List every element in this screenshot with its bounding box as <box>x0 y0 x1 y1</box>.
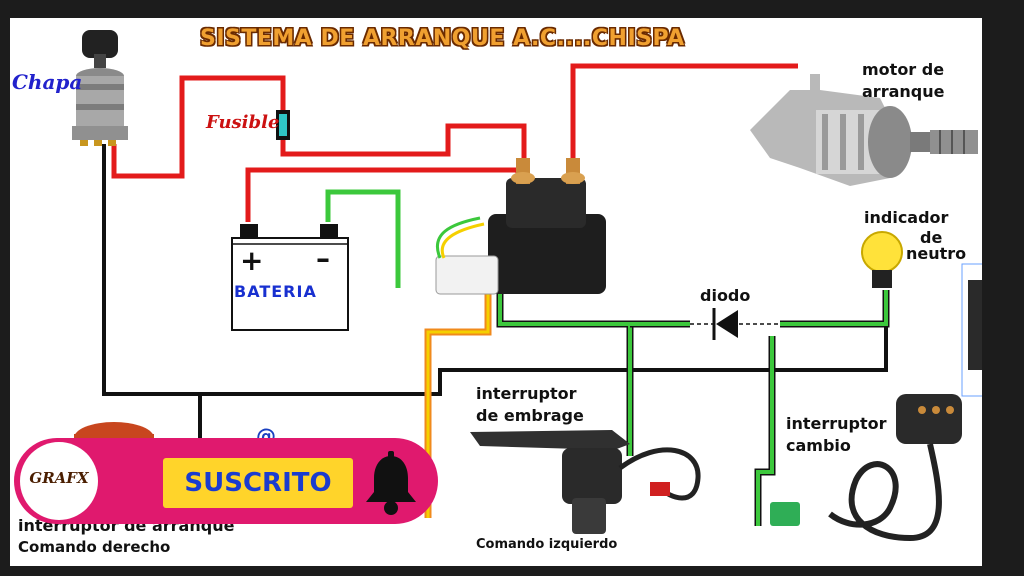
ground-wire <box>102 144 888 458</box>
wiring-diagram <box>72 30 982 542</box>
label-motor-line1: motor de <box>862 60 945 79</box>
battery-icon <box>231 224 349 331</box>
label-motor-line2: arranque <box>862 82 945 101</box>
power-wire-key <box>111 75 527 179</box>
green-wire-battery <box>325 189 401 288</box>
label-comando-izquierdo: Comando izquierdo <box>476 537 618 552</box>
green-wire-solenoid <box>496 290 890 526</box>
diode-symbol <box>690 308 780 340</box>
channel-logo <box>20 442 98 520</box>
label-chapa: Chapa <box>12 70 83 94</box>
power-wire-battery <box>245 167 521 222</box>
label-embrague-line1: interruptor <box>476 384 577 403</box>
label-fusible: Fusible <box>206 112 280 133</box>
label-indicador-line3: neutro <box>906 244 967 263</box>
label-bateria: BATERIA <box>234 282 317 301</box>
bell-icon[interactable] <box>356 450 426 520</box>
battery-plus-label: + <box>240 244 264 277</box>
label-diodo: diodo <box>700 286 751 305</box>
ignition-key-icon <box>72 30 128 146</box>
label-indicador-line1: indicador <box>864 208 949 227</box>
label-arranque-line2: Comando derecho <box>18 538 171 556</box>
fuse-icon <box>276 110 290 140</box>
label-cambio-line1: interruptor <box>786 414 887 433</box>
neutral-lamp-icon <box>861 231 903 288</box>
label-cambio-line2: cambio <box>786 436 851 455</box>
yellow-wire <box>424 294 492 518</box>
channel-logo-text: GRAFX <box>29 469 89 487</box>
selection-frame <box>961 263 982 397</box>
diagram-title: SISTEMA DE ARRANQUE A.C....CHISPA <box>200 26 685 51</box>
subscribe-button[interactable]: SUSCRITO <box>168 461 348 505</box>
gear-switch-icon <box>770 394 962 542</box>
power-wire-motor <box>570 63 798 158</box>
starter-solenoid-icon <box>435 158 606 295</box>
video-side-bar <box>982 18 1024 576</box>
starter-motor-icon <box>750 74 978 186</box>
battery-minus-label: – <box>316 242 330 275</box>
clutch-lever-icon <box>470 430 701 534</box>
label-embrague-line2: de embrage <box>476 406 584 425</box>
label-indicador-line2: de <box>920 228 943 247</box>
subscribe-button-frame <box>163 458 353 508</box>
